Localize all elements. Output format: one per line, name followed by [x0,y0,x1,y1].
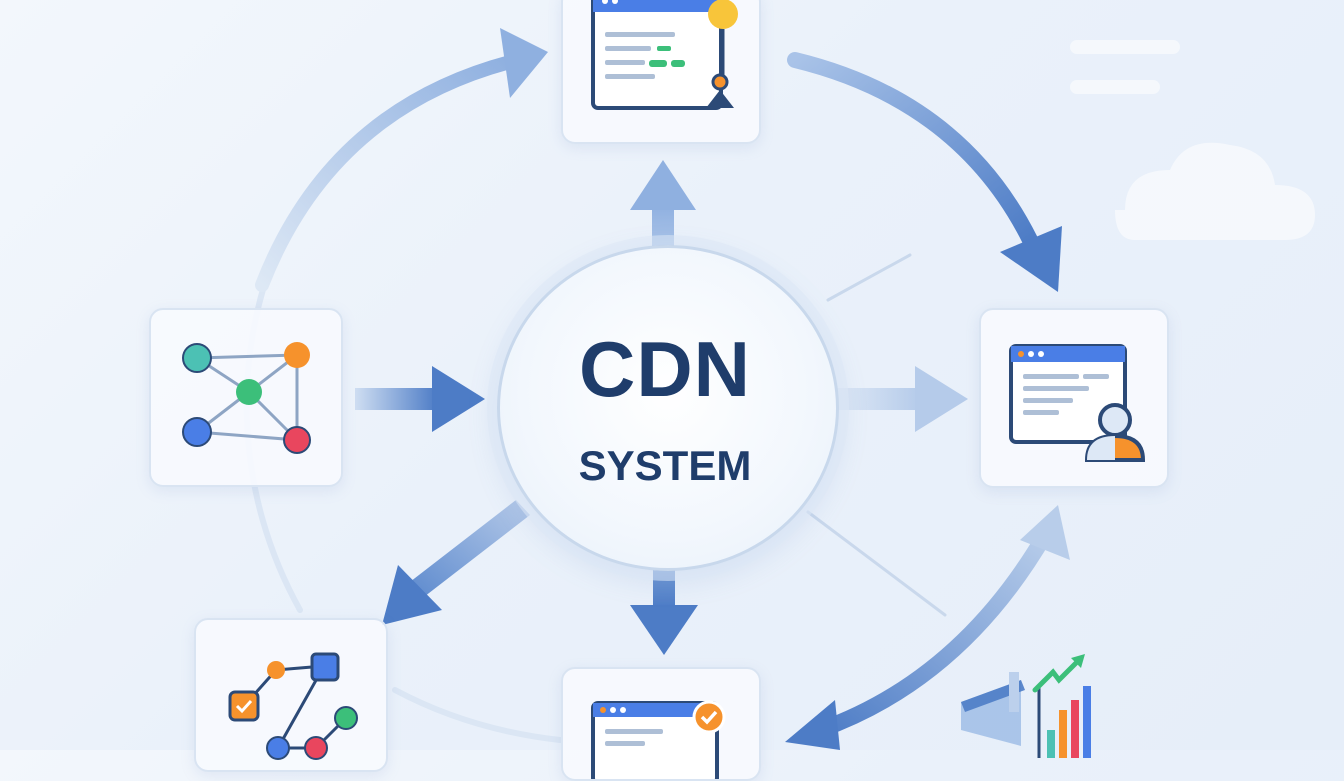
background-decoration [1070,40,1315,240]
arrow-core-to-right [830,366,968,432]
arrow-left-to-core [355,366,485,432]
node-workflow-graph[interactable] [194,618,388,772]
arc-arrow-bottom-right [785,505,1070,750]
node-user-dashboard[interactable] [979,308,1169,488]
browser-check-icon [591,700,726,779]
arc-arrow-top-left [255,28,548,292]
arc-arrow-top-right [787,52,1062,292]
network-graph-icon [182,342,311,454]
arrow-core-to-bottom-left [382,500,530,625]
workflow-graph-icon [228,652,358,760]
browser-editor-icon [591,0,738,110]
node-content-editor[interactable] [561,0,761,144]
connector-line-ne [826,253,912,302]
node-verified-page[interactable] [561,667,761,781]
node-network-graph[interactable] [149,308,343,487]
browser-user-icon [1009,344,1146,462]
bar-chart-icon [961,654,1091,758]
cdn-core-circle [497,245,839,571]
connector-line-se [806,510,947,617]
cycle-ring-bottom [392,687,563,743]
cdn-diagram: CDN SYSTEM [149,0,1315,781]
